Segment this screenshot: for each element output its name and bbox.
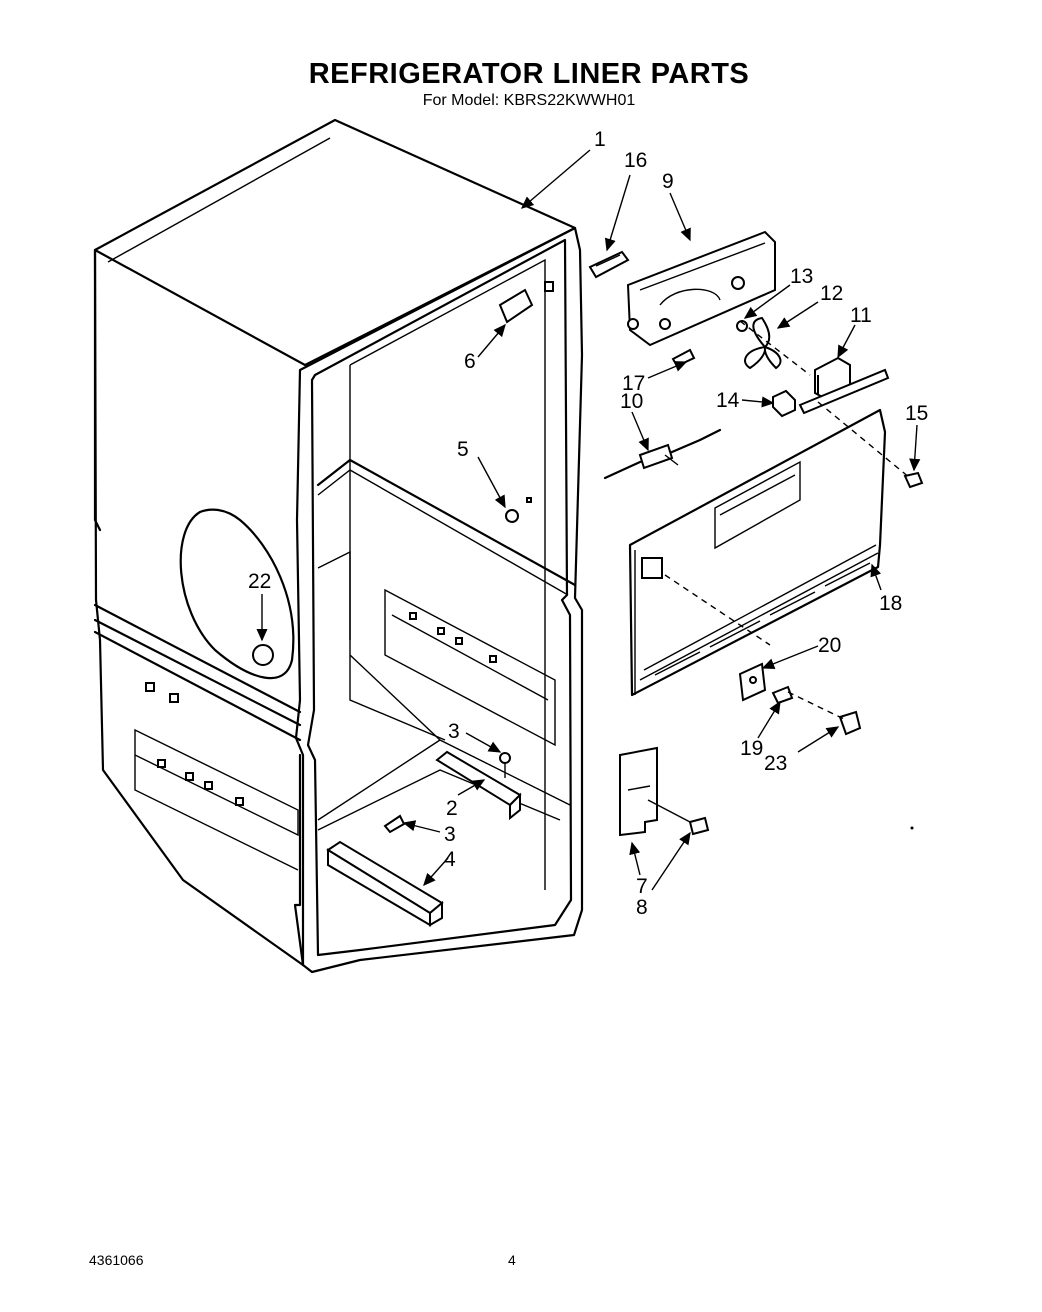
page-number: 4	[508, 1252, 516, 1268]
evaporator-parts	[588, 230, 924, 837]
callout-7: 7	[636, 875, 648, 898]
callout-12: 12	[820, 282, 843, 305]
liner-cabinet	[93, 118, 584, 974]
callout-3-lower: 3	[444, 823, 456, 846]
callout-8: 8	[636, 896, 648, 919]
callout-13: 13	[790, 265, 813, 288]
document-number: 4361066	[89, 1252, 144, 1268]
callout-1: 1	[594, 128, 606, 151]
callout-10: 10	[620, 390, 643, 413]
callout-11: 11	[850, 304, 872, 327]
stray-dot	[910, 826, 914, 830]
callout-23: 23	[764, 752, 787, 775]
callout-2: 2	[446, 797, 458, 820]
callout-14: 14	[716, 389, 740, 412]
callout-16: 16	[624, 149, 647, 172]
callout-20: 20	[818, 634, 841, 657]
callout-6: 6	[464, 350, 476, 373]
callout-22: 22	[248, 570, 271, 593]
callout-5: 5	[457, 438, 469, 461]
callout-15: 15	[905, 402, 928, 425]
callout-3-upper: 3	[448, 720, 460, 743]
callout-18: 18	[879, 592, 902, 615]
callout-numbers: 1 16 9 13 12 11 17 14 15 10 5 6 22 18 20…	[248, 128, 928, 919]
leader-lines	[256, 149, 921, 891]
callout-17: 17	[622, 372, 645, 395]
callout-4: 4	[444, 848, 456, 871]
callout-19: 19	[740, 737, 763, 760]
model-subtitle: For Model: KBRS22KWWH01	[422, 92, 636, 109]
callout-9: 9	[662, 170, 674, 193]
diagram-title: REFRIGERATOR LINER PARTS	[308, 58, 750, 90]
